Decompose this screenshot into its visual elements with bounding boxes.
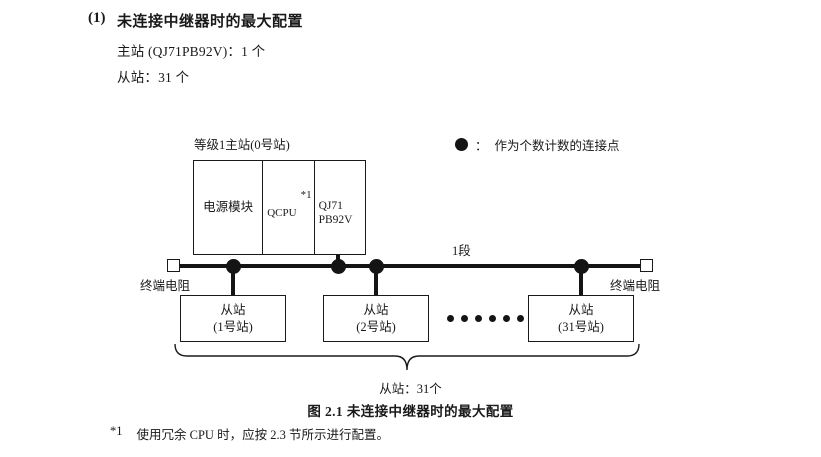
- ellipsis-dot: [503, 315, 510, 322]
- terminator-square-left-icon: [167, 259, 180, 272]
- ellipsis-dot: [475, 315, 482, 322]
- slave-1-station: (1号站): [213, 319, 253, 334]
- ellipsis-dot: [517, 315, 524, 322]
- drop-line-slave-1: [231, 266, 235, 296]
- footnote-marker: *1: [300, 189, 312, 201]
- ellipsis-dot: [447, 315, 454, 322]
- drop-line-slave-2: [374, 266, 378, 296]
- terminator-square-right-icon: [640, 259, 653, 272]
- legend-colon: ：: [475, 139, 488, 153]
- filled-circle-icon: [455, 138, 468, 151]
- drop-line-slave-31: [579, 266, 583, 296]
- footnote-text: 使用冗余 CPU 时，应按 2.3 节所示进行配置。: [136, 428, 389, 442]
- master-station-caption: 等级1主站(0号站): [194, 138, 290, 152]
- brace-label: 从站：31个: [379, 382, 442, 396]
- figure-caption: 图 2.1 未连接中继器时的最大配置: [307, 404, 514, 419]
- legend-label: 作为个数计数的连接点: [494, 139, 620, 153]
- slave-station-box-2: 从站 (2号站): [323, 295, 429, 342]
- qcpu-label: QCPU: [267, 207, 297, 219]
- slave-station-box-1: 从站 (1号站): [180, 295, 286, 342]
- slave-station-box-31: 从站 (31号站): [528, 295, 634, 342]
- spec-slave-line: 从站：31 个: [117, 70, 190, 85]
- slave-31-station: (31号站): [558, 319, 604, 334]
- network-module-line1: QJ71: [318, 200, 343, 212]
- slave-2-name: 从站: [363, 303, 389, 318]
- slave-1-name: 从站: [220, 303, 246, 318]
- slave-31-name: 从站: [568, 303, 594, 318]
- rack-cell-power-module: 电源模块: [194, 161, 264, 254]
- ellipsis-dots-icon: [447, 315, 524, 322]
- terminator-label-left: 终端电阻: [140, 279, 191, 293]
- power-module-label: 电源模块: [203, 200, 254, 215]
- rack-cell-qcpu: *1 QCPU: [263, 161, 315, 254]
- ellipsis-dot: [461, 315, 468, 322]
- network-module-line2: PB92V: [318, 214, 353, 227]
- ellipsis-dot: [489, 315, 496, 322]
- legend: ： 作为个数计数的连接点: [455, 135, 620, 154]
- terminator-label-right: 终端电阻: [610, 279, 661, 293]
- footnote: *1 使用冗余 CPU 时，应按 2.3 节所示进行配置。: [110, 424, 389, 443]
- connection-dot-master: [331, 259, 346, 274]
- page-title: 未连接中继器时的最大配置: [117, 14, 304, 30]
- slave-2-station: (2号站): [356, 319, 396, 334]
- segment-label: 1段: [452, 244, 471, 258]
- heading-number: (1): [88, 10, 106, 26]
- slave-count-brace: [170, 343, 644, 379]
- footnote-mark: *1: [110, 424, 123, 438]
- bus-trunk-line: [176, 264, 642, 268]
- spec-master-line: 主站 (QJ71PB92V)：1 个: [117, 44, 266, 59]
